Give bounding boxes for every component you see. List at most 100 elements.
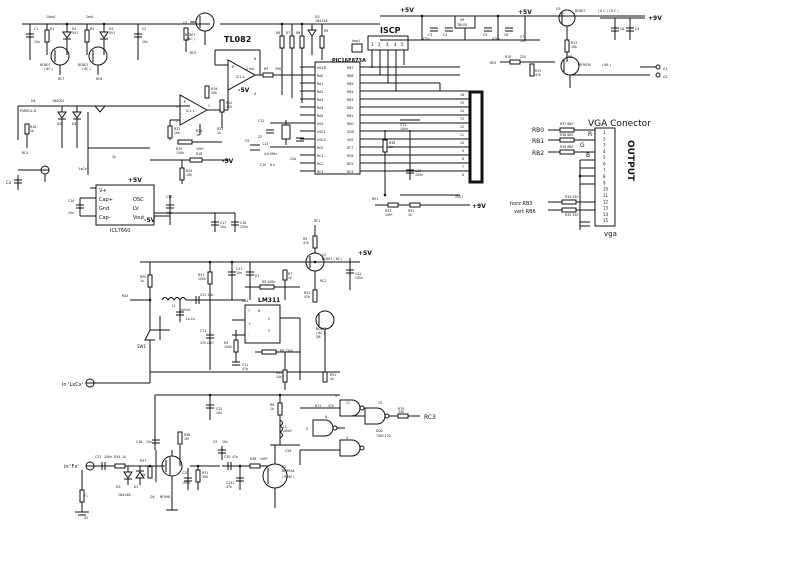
svg-text:100*: 100*	[260, 457, 268, 461]
pic-right-pin-11: RC6	[347, 154, 353, 158]
svg-text:10k: 10k	[211, 91, 217, 95]
svg-text:( R2W ): ( R2W )	[282, 475, 294, 479]
svg-text:+: +	[248, 322, 251, 326]
svg-text:R22: R22	[226, 101, 232, 105]
in-lxcx-label: in 'LxCx'	[62, 382, 83, 388]
svg-text:13: 13	[378, 401, 382, 405]
icl7660-block: V+ Cap+ Gnd Cap- OSC LV Vout ICL7660 C14…	[68, 177, 248, 234]
svg-text:5: 5	[401, 42, 404, 47]
svg-text:-: -	[248, 332, 249, 336]
r25-r18-area: R18 10k* -5V R25 10k	[150, 147, 234, 184]
nand-gates: 3 11 13 6 5 4 R11 47k R70 330 DD2 74HC13…	[300, 394, 420, 457]
svg-text:C1: C1	[34, 27, 38, 31]
svg-text:R38: R38	[250, 457, 256, 461]
svg-text:R6: R6	[270, 403, 274, 407]
svg-text:47k: 47k	[304, 295, 310, 299]
lxcx-input	[85, 372, 151, 388]
svg-text:2mA: 2mA	[86, 15, 94, 19]
svg-text:RC6: RC6	[96, 77, 102, 81]
svg-text:220u: 220u	[240, 225, 248, 229]
relay-area: P4N5GL-D D4 1N4007 D3 D4 R16 1k RC4 1k '…	[6, 99, 190, 190]
svg-text:C20: C20	[182, 471, 188, 475]
vga-pin-5: 6	[603, 162, 606, 167]
svg-text:9: 9	[462, 149, 464, 153]
svg-text:470u: 470u	[422, 37, 430, 41]
vga-b-label: B	[586, 152, 590, 159]
svg-text:Lx-Cx: Lx-Cx	[186, 317, 195, 321]
vga-pin-4: 5	[603, 155, 606, 160]
fuse-area: F1 X2	[75, 470, 178, 520]
svg-text:1k: 1k	[196, 133, 200, 137]
top-left-section: C1 10n R1 10mA D1 5V1 R2 2mA D2 5V1 C2 1…	[26, 15, 148, 81]
svg-text:C6: C6	[504, 33, 508, 37]
svg-text:IRF9530: IRF9530	[578, 63, 591, 67]
svg-text:1M: 1M	[184, 437, 189, 441]
svg-text:D1: D1	[255, 274, 259, 278]
pic-right-pin-5: RB2	[347, 106, 353, 110]
minus5-label-b: -5V	[222, 158, 234, 165]
svg-text:1k: 1k	[288, 276, 292, 280]
svg-text:R1: R1	[50, 27, 54, 31]
svg-text:R20: R20	[176, 147, 182, 151]
svg-text:Cap-: Cap-	[99, 215, 111, 221]
svg-text:10u: 10u	[68, 211, 74, 215]
svg-text:10n: 10n	[146, 440, 152, 444]
svg-text:( 6C ): ( 6C )	[82, 67, 91, 71]
mid-rail: C41 100n Q7 BC807 ( 6C ) R5 47k RC1 R53 …	[210, 219, 363, 383]
svg-text:BC807: BC807	[316, 327, 326, 331]
svg-text:6: 6	[325, 415, 327, 419]
rail-plus5-mid: +5V	[358, 250, 372, 257]
ls132-label: 74HC132	[376, 434, 391, 438]
pic-right-pin-7: RB0	[347, 122, 353, 126]
p4n5-label: P4N5GL-D	[20, 109, 37, 113]
lm311-block: DA1 7 8 + - 2 3 R8 150k R9 100k R7 1k	[232, 269, 301, 380]
pic-right-pin-9: VSS	[347, 138, 353, 142]
rb2-label: RB2	[532, 150, 544, 157]
svg-text:C12: C12	[258, 119, 264, 123]
svg-text:8: 8	[462, 157, 464, 161]
svg-text:D3: D3	[57, 122, 61, 126]
rail-plus5-top-b: +5V	[518, 9, 532, 16]
resistor-bank-top: R6 R7 R8 D3 1N4148 R9	[220, 15, 380, 103]
ribbon-connector: 16 15 14 13 12 11 10 9 8 7 6	[430, 83, 484, 184]
svg-text:1k: 1k	[389, 145, 393, 149]
svg-text:1k: 1k	[330, 377, 334, 381]
svg-text:R7: R7	[288, 272, 292, 276]
pic-right-pin-10: RC7	[347, 146, 353, 150]
svg-text:1: 1	[371, 42, 374, 47]
svg-text:L2: L2	[283, 425, 287, 429]
svg-text:330: 330	[398, 410, 404, 414]
svg-text:BC807: BC807	[575, 9, 585, 13]
svg-text:R16: R16	[30, 125, 36, 129]
svg-text:Q4: Q4	[150, 495, 155, 499]
svg-text:IC1.2: IC1.2	[236, 75, 244, 79]
vga-pin-7: 8	[603, 174, 606, 179]
svg-text:R4: R4	[224, 341, 228, 345]
svg-text:Q3: Q3	[556, 7, 561, 11]
svg-text:100k: 100k	[224, 345, 232, 349]
svg-text:47n: 47n	[226, 485, 232, 489]
svg-text:Gnd: Gnd	[99, 206, 109, 212]
pic-right-pin-0: RB7	[347, 66, 353, 70]
svg-text:F1: F1	[84, 494, 88, 498]
svg-text:C14: C14	[68, 199, 74, 203]
svg-text:R11: R11	[315, 404, 321, 408]
svg-text:100n: 100n	[415, 173, 423, 177]
horz-label: horz RB3	[510, 201, 533, 207]
pic-right-pin-6: RB1	[347, 114, 353, 118]
svg-text:VR: VR	[460, 18, 465, 22]
pic-left-pin-labels: MCLRRA0RA1RA2RA3RA4RA5VSSOSC1OSC2RC0RC1R…	[317, 66, 327, 174]
tl082-label: TL082	[224, 35, 251, 44]
svg-text:1k: 1k	[112, 155, 116, 159]
in-fx-label: in 'Fx'	[64, 464, 79, 470]
svg-text:220: 220	[520, 55, 526, 59]
vga-pin-10: 11	[603, 193, 609, 198]
vga-connector	[594, 127, 616, 227]
rail-plus5-top-a: +5V	[400, 7, 414, 14]
svg-text:R8: R8	[296, 31, 300, 35]
pic-right-pin-1: RB6	[347, 74, 353, 78]
svg-text:C141: C141	[226, 481, 234, 485]
rail-plus9-mid: +9V	[472, 203, 486, 210]
vga-pin-1: 2	[603, 136, 606, 141]
svg-text:BC807: BC807	[185, 33, 195, 37]
